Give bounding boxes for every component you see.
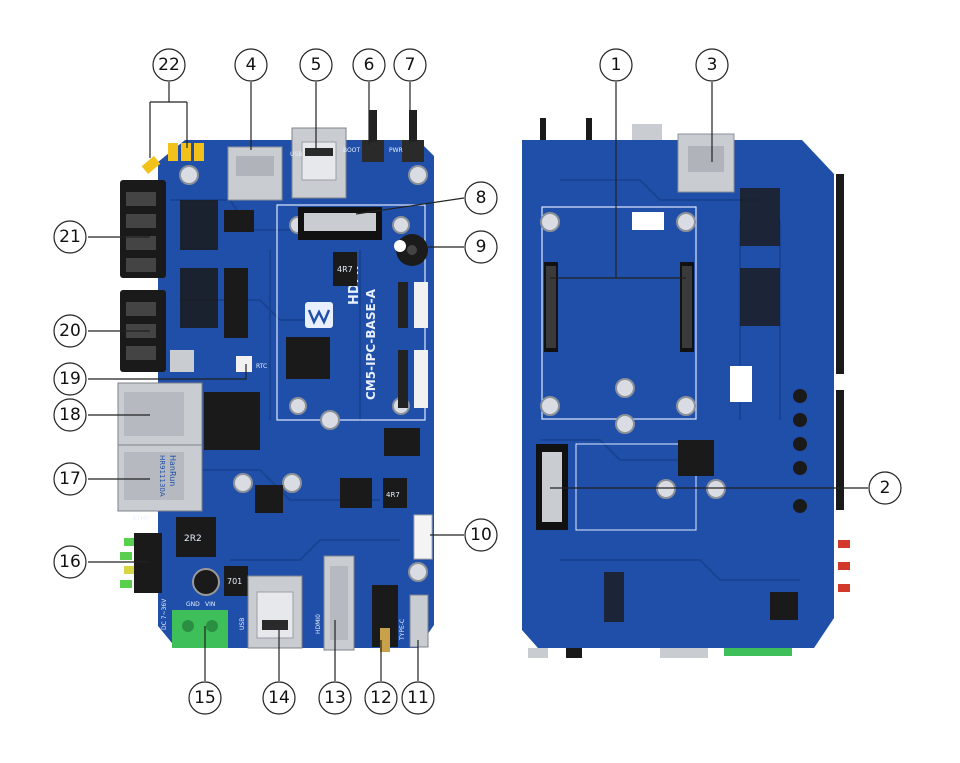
svg-text:4R7: 4R7 xyxy=(337,265,353,274)
callout-18: 18 xyxy=(53,398,87,432)
hdmi-port xyxy=(323,555,355,651)
capacitor xyxy=(192,568,220,596)
svg-text:7: 7 xyxy=(405,55,416,75)
callout-9: 9 xyxy=(464,230,498,264)
usb-c-port xyxy=(409,594,429,648)
svg-text:10: 10 xyxy=(470,525,492,545)
callout-22: 22 xyxy=(152,48,186,82)
svg-text:USB: USB xyxy=(290,151,302,158)
boot-button xyxy=(362,110,384,162)
svg-text:6: 6 xyxy=(364,55,375,75)
power-inductor xyxy=(176,517,216,557)
rj45-jack-17: HanRun HR911130A xyxy=(117,444,203,512)
svg-text:15: 15 xyxy=(194,688,216,708)
svg-text:22: 22 xyxy=(158,55,180,75)
callout-12: 12 xyxy=(364,681,398,715)
jumper-headers xyxy=(141,143,204,174)
svg-text:18: 18 xyxy=(59,405,81,425)
svg-text:VIN: VIN xyxy=(205,601,215,608)
svg-text:14: 14 xyxy=(268,688,290,708)
svg-text:3: 3 xyxy=(707,55,718,75)
callout-11: 11 xyxy=(401,681,435,715)
callout-13: 13 xyxy=(318,681,352,715)
dc-power-terminal xyxy=(172,610,228,648)
svg-text:19: 19 xyxy=(59,369,81,389)
pcb-bottom xyxy=(522,140,834,648)
white-connector xyxy=(413,514,433,560)
svg-text:17: 17 xyxy=(59,469,81,489)
pcb-top xyxy=(158,140,434,648)
svg-text:TYPE-C: TYPE-C xyxy=(399,619,406,641)
svg-text:5: 5 xyxy=(311,55,322,75)
callout-1: 1 xyxy=(599,48,633,82)
svg-text:HR911130A: HR911130A xyxy=(158,455,166,497)
board-bottom-view xyxy=(522,118,850,658)
usb-a-port-top xyxy=(291,127,347,199)
svg-text:701: 701 xyxy=(227,577,242,586)
callout-8: 8 xyxy=(464,181,498,215)
svg-text:20: 20 xyxy=(59,321,81,341)
svg-text:2: 2 xyxy=(880,478,891,498)
svg-text:16: 16 xyxy=(59,552,81,572)
rs485-can-terminals xyxy=(120,180,166,372)
svg-text:BOOT: BOOT xyxy=(343,147,360,154)
svg-text:RTC: RTC xyxy=(256,363,267,370)
callout-17: 17 xyxy=(53,462,87,496)
board-top-view: USB BOOT PWR HDMI xyxy=(117,110,434,652)
svg-text:8: 8 xyxy=(476,188,487,208)
svg-text:HDMI0: HDMI0 xyxy=(315,614,322,634)
callout-7: 7 xyxy=(393,48,427,82)
callout-6: 6 xyxy=(352,48,386,82)
waveshare-logo xyxy=(305,302,333,328)
callout-19: 19 xyxy=(53,362,87,396)
callout-15: 15 xyxy=(188,681,222,715)
callout-20: 20 xyxy=(53,314,87,348)
svg-text:11: 11 xyxy=(407,688,429,708)
callout-5: 5 xyxy=(299,48,333,82)
svg-text:USB: USB xyxy=(239,618,246,630)
svg-text:GND: GND xyxy=(186,601,200,608)
svg-text:4: 4 xyxy=(246,55,257,75)
usb-a-port-bottom xyxy=(247,575,303,649)
fpc-connectors xyxy=(398,282,428,408)
callout-21: 21 xyxy=(53,220,87,254)
usb-hub-ic xyxy=(286,337,330,379)
tf-card-slot xyxy=(227,146,283,201)
svg-text:1: 1 xyxy=(611,55,622,75)
cm5-board-connectors xyxy=(544,262,694,352)
callout-10: 10 xyxy=(464,518,498,552)
audio-jack xyxy=(372,585,398,652)
led-indicators xyxy=(120,533,162,593)
svg-text:HanRun: HanRun xyxy=(168,455,177,486)
pwr-button xyxy=(402,110,424,162)
rj45-jack-18 xyxy=(117,382,203,446)
callout-16: 16 xyxy=(53,545,87,579)
buzzer xyxy=(394,234,428,266)
sim-card-slot xyxy=(677,133,735,193)
svg-text:9: 9 xyxy=(476,237,487,257)
svg-text:21: 21 xyxy=(59,227,81,247)
m2-slot-bottom xyxy=(536,444,568,530)
callout-labels: 22 4 5 6 7 8 9 10 11 12 13 14 15 16 17 1… xyxy=(53,48,902,715)
callout-4: 4 xyxy=(234,48,268,82)
leader-lines xyxy=(88,82,868,681)
svg-text:4R7: 4R7 xyxy=(386,491,400,499)
svg-text:12: 12 xyxy=(370,688,392,708)
svg-text:13: 13 xyxy=(324,688,346,708)
svg-text:CM5-IPC-BASE-A: CM5-IPC-BASE-A xyxy=(364,288,378,400)
callout-2: 2 xyxy=(868,471,902,505)
svg-text:DC 7~36V: DC 7~36V xyxy=(161,598,168,630)
svg-text:2R2: 2R2 xyxy=(184,534,202,544)
callout-14: 14 xyxy=(262,681,296,715)
callout-3: 3 xyxy=(695,48,729,82)
svg-text:ETH0: ETH0 xyxy=(133,515,149,522)
rtc-connector xyxy=(236,356,252,372)
svg-text:PWR: PWR xyxy=(389,147,403,154)
ethernet-phy xyxy=(204,392,260,450)
